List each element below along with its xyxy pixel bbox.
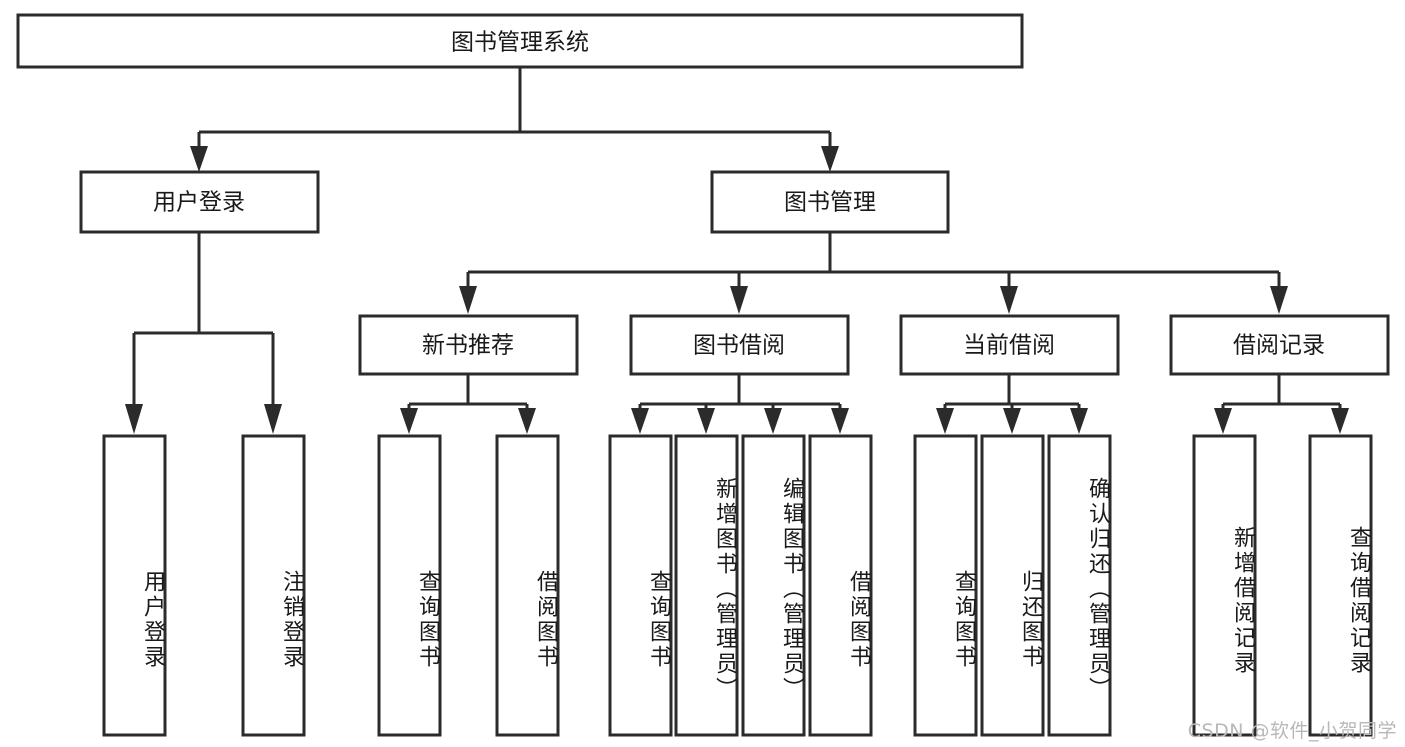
arrow-new-book-leaf-2 <box>518 408 536 434</box>
connector-layer <box>125 67 1349 434</box>
node-borrow-book-label: 图书借阅 <box>693 333 785 359</box>
arrow-user-login-leaf-1 <box>125 404 143 434</box>
leaf-box-borrow-book-1[interactable] <box>608 434 673 737</box>
node-user-login-label: 用户登录 <box>153 190 245 216</box>
leaf-box-user-login-1[interactable] <box>102 434 167 737</box>
node-current-borrow-label: 当前借阅 <box>963 333 1055 359</box>
arrow-borrow-book-leaf-2 <box>697 408 715 434</box>
leaf-box-new-book-2[interactable] <box>495 434 560 737</box>
leaf-box-current-borrow-1[interactable] <box>913 434 978 737</box>
leaf-box-borrow-record-2[interactable] <box>1308 434 1373 737</box>
leaf-box-current-borrow-3[interactable] <box>1047 434 1112 737</box>
arrow-borrow-record-leaf-2 <box>1331 408 1349 434</box>
arrow-current-borrow-leaf-1 <box>936 408 954 434</box>
arrow-borrow-book-leaf-1 <box>631 408 649 434</box>
node-root-box[interactable] <box>16 13 1024 69</box>
leaf-box-borrow-book-4[interactable] <box>808 434 873 737</box>
leaf-box-borrow-book-3[interactable] <box>741 434 806 737</box>
arrow-borrow-book-leaf-3 <box>764 408 782 434</box>
node-book-mgmt-label: 图书管理 <box>784 190 876 216</box>
node-layer: 图书管理系统 用户登录 图书管理 新书推荐 图书借阅 当前借阅 借阅记录 <box>16 13 1390 737</box>
node-user-login-box[interactable] <box>79 170 320 234</box>
arrow-current-borrow-leaf-3 <box>1070 408 1088 434</box>
csdn-watermark: CSDN @软件_小贺同学 <box>1187 720 1397 742</box>
node-new-book-label: 新书推荐 <box>422 333 514 359</box>
leaf-box-user-login-2[interactable] <box>241 434 306 737</box>
arrow-to-borrow-book <box>730 286 748 314</box>
arrow-borrow-book-leaf-4 <box>831 408 849 434</box>
node-root-label: 图书管理系统 <box>451 30 589 56</box>
arrow-to-new-book <box>459 286 477 314</box>
arrow-current-borrow-leaf-2 <box>1003 408 1021 434</box>
arrow-user-login-leaf-2 <box>264 404 282 434</box>
arrow-to-current-borrow <box>1000 286 1018 314</box>
node-book-mgmt-box[interactable] <box>710 170 950 234</box>
leaf-box-current-borrow-2[interactable] <box>980 434 1045 737</box>
arrow-to-book-mgmt <box>821 146 839 172</box>
arrow-to-user-login <box>190 146 208 172</box>
node-current-borrow-box[interactable] <box>899 314 1120 376</box>
arrow-new-book-leaf-1 <box>400 408 418 434</box>
node-borrow-record-label: 借阅记录 <box>1233 333 1325 359</box>
leaf-box-borrow-book-2[interactable] <box>674 434 739 737</box>
node-borrow-book-box[interactable] <box>629 314 850 376</box>
node-new-book-box[interactable] <box>358 314 579 376</box>
arrow-borrow-record-leaf-1 <box>1214 408 1232 434</box>
node-borrow-record-box[interactable] <box>1169 314 1390 376</box>
leaf-box-new-book-1[interactable] <box>377 434 442 737</box>
arrow-to-borrow-record <box>1270 286 1288 314</box>
leaf-box-borrow-record-1[interactable] <box>1192 434 1257 737</box>
